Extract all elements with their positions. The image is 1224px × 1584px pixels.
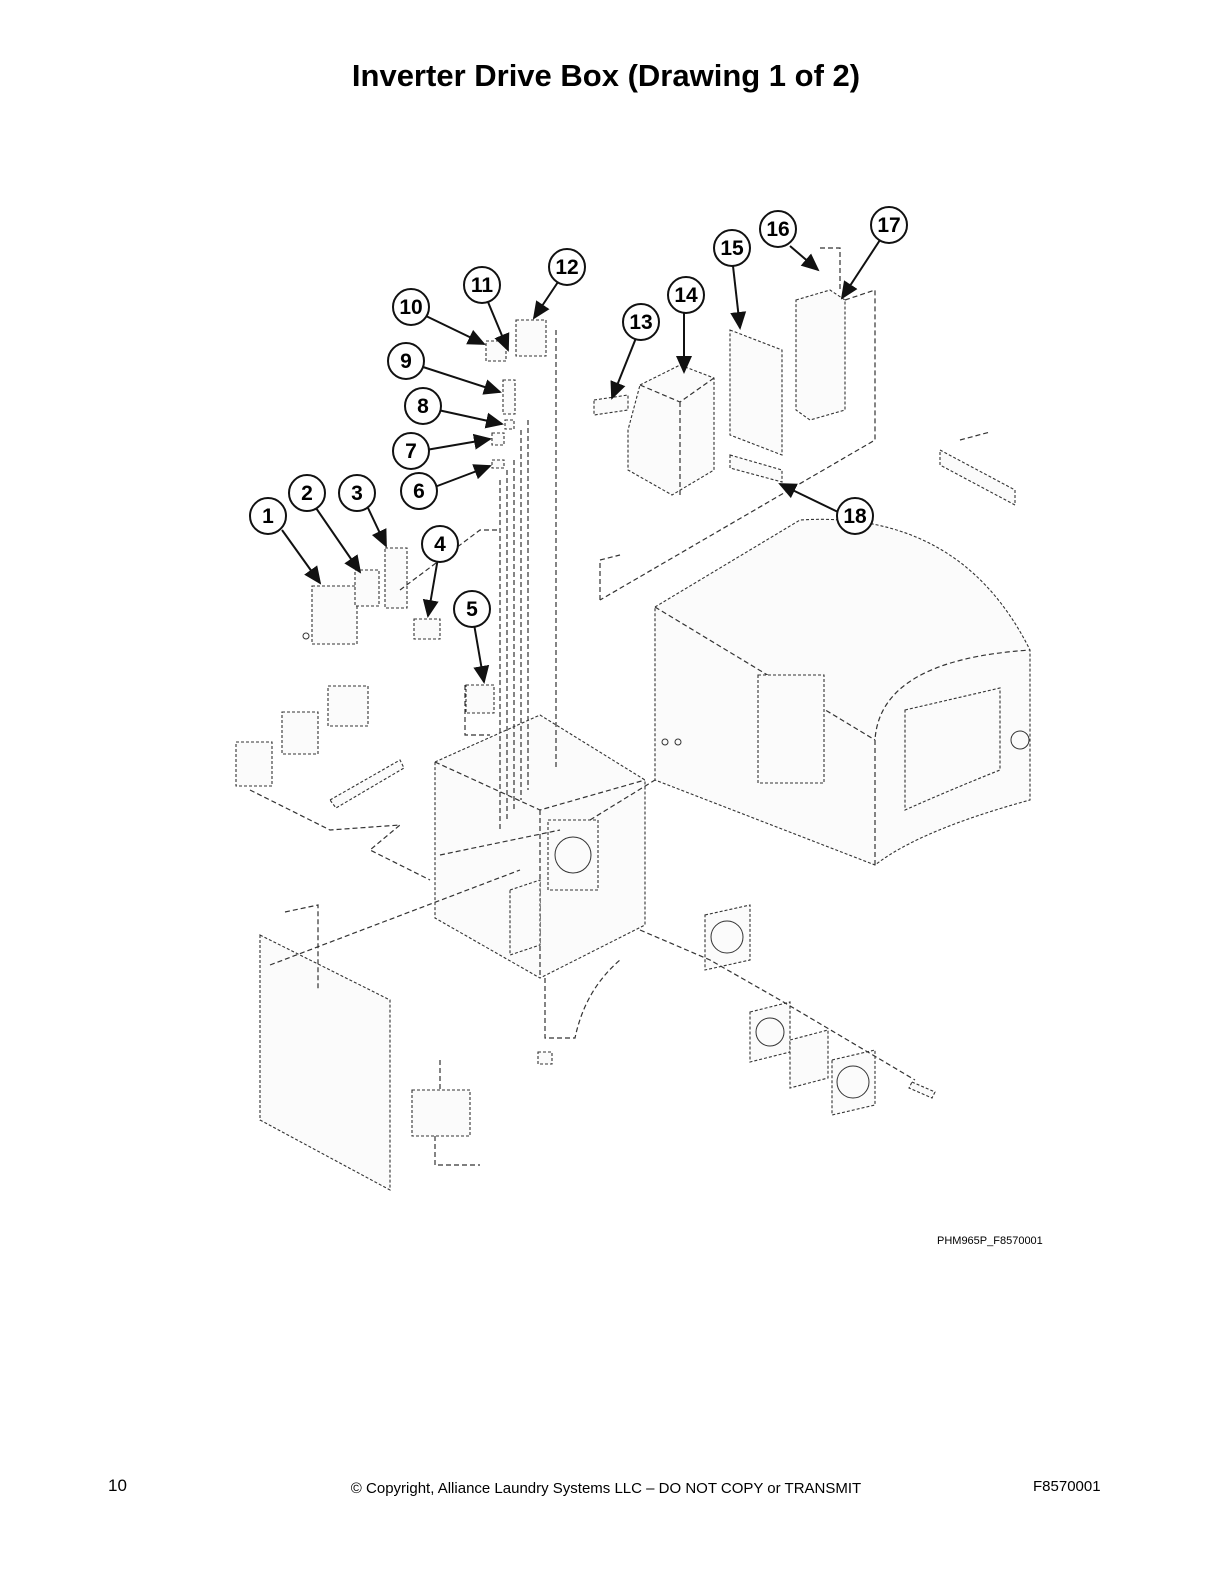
callout-12: 12 — [548, 248, 586, 286]
inverter-drive-module — [593, 364, 715, 496]
svg-text:2: 2 — [301, 482, 313, 505]
chassis-box — [434, 714, 646, 1065]
svg-text:12: 12 — [555, 256, 578, 279]
svg-text:7: 7 — [405, 440, 417, 463]
svg-text:4: 4 — [434, 533, 446, 556]
svg-text:1: 1 — [262, 505, 274, 528]
svg-text:5: 5 — [466, 598, 478, 621]
callout-5: 5 — [453, 590, 491, 628]
callout-4: 4 — [421, 525, 459, 563]
svg-text:13: 13 — [629, 311, 652, 334]
svg-text:14: 14 — [674, 284, 698, 307]
svg-text:3: 3 — [351, 482, 363, 505]
svg-text:8: 8 — [417, 395, 429, 418]
svg-text:16: 16 — [766, 218, 789, 241]
svg-text:10: 10 — [399, 296, 422, 319]
transformer — [411, 1060, 480, 1166]
callouts: 1 2 3 4 5 6 7 8 9 10 11 12 13 14 15 16 1… — [249, 206, 908, 684]
svg-text:11: 11 — [471, 274, 494, 297]
callout-3: 3 — [338, 474, 376, 512]
svg-text:15: 15 — [720, 237, 744, 260]
page-number: 10 — [108, 1476, 127, 1495]
copyright-notice: © Copyright, Alliance Laundry Systems LL… — [350, 1480, 862, 1497]
callout-9: 9 — [387, 342, 425, 380]
contactors — [235, 685, 431, 881]
svg-text:9: 9 — [400, 350, 412, 373]
callout-10: 10 — [392, 288, 430, 326]
callout-11: 11 — [463, 266, 501, 304]
svg-text:17: 17 — [877, 214, 900, 237]
callout-7: 7 — [392, 432, 430, 470]
svg-text:18: 18 — [843, 505, 867, 528]
callout-13: 13 — [622, 303, 660, 341]
callout-1: 1 — [249, 497, 287, 535]
enclosure-housing — [654, 518, 1031, 866]
callout-14: 14 — [667, 276, 705, 314]
callout-2: 2 — [288, 474, 326, 512]
front-cover-panel — [259, 904, 391, 1191]
svg-text:6: 6 — [413, 480, 425, 503]
bracket-and-filter — [599, 247, 1016, 601]
vertical-component-stack — [399, 319, 557, 830]
page-title: Inverter Drive Box (Drawing 1 of 2) — [351, 58, 861, 93]
callout-8: 8 — [404, 387, 442, 425]
document-code: F8570001 — [1033, 1478, 1101, 1495]
callout-17: 17 — [870, 206, 908, 244]
terminal-block-assembly — [302, 547, 441, 645]
leader-lines — [269, 554, 656, 966]
callout-18: 18 — [836, 497, 874, 535]
drawing-code: PHM965P_F8570001 — [937, 1235, 1043, 1247]
callout-16: 16 — [759, 210, 797, 248]
callout-15: 15 — [713, 229, 751, 267]
callout-6: 6 — [400, 472, 438, 510]
fan-assemblies — [639, 904, 936, 1116]
